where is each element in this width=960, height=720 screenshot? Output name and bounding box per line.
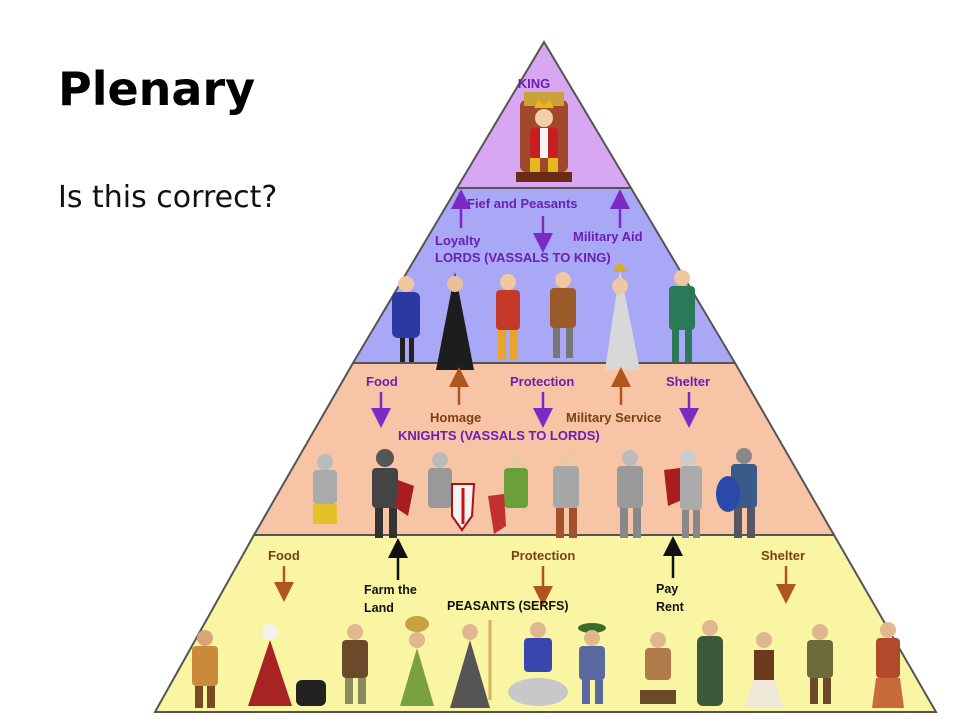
peasant-figure bbox=[508, 622, 568, 706]
label-military-service: Military Service bbox=[566, 410, 661, 425]
peasant-figure bbox=[697, 620, 723, 706]
label-knights: KNIGHTS (VASSALS TO LORDS) bbox=[398, 428, 600, 443]
slide-question: Is this correct? bbox=[58, 180, 278, 215]
knight-figure bbox=[664, 450, 702, 538]
lord-figure bbox=[436, 272, 474, 370]
knight-figure bbox=[488, 452, 528, 534]
peasant-figure bbox=[248, 624, 326, 706]
peasant-figure bbox=[744, 632, 784, 708]
knights-figures bbox=[313, 448, 757, 538]
lord-figure bbox=[496, 274, 520, 360]
label-shelter-2: Shelter bbox=[761, 548, 805, 563]
lord-figure bbox=[605, 262, 640, 370]
label-loyalty: Loyalty bbox=[435, 233, 481, 248]
knight-figure bbox=[553, 450, 579, 538]
label-rent: Rent bbox=[656, 600, 685, 614]
label-food-2: Food bbox=[268, 548, 300, 563]
label-peasants: PEASANTS (SERFS) bbox=[447, 599, 569, 613]
label-fief-and-peasants: Fief and Peasants bbox=[467, 196, 578, 211]
knight-figure bbox=[428, 452, 476, 532]
label-protection-1: Protection bbox=[510, 374, 574, 389]
peasant-figure bbox=[400, 616, 434, 706]
peasants-figures bbox=[192, 616, 904, 708]
label-king: KING bbox=[518, 76, 551, 91]
peasant-figure bbox=[450, 620, 492, 708]
label-pay: Pay bbox=[656, 582, 678, 596]
label-homage: Homage bbox=[430, 410, 481, 425]
label-military-aid: Military Aid bbox=[573, 229, 643, 244]
label-protection-2: Protection bbox=[511, 548, 575, 563]
knight-figure bbox=[313, 454, 337, 524]
peasant-figure bbox=[192, 630, 218, 708]
lord-figure bbox=[669, 270, 695, 362]
lord-figure bbox=[550, 272, 576, 358]
peasant-figure bbox=[578, 623, 606, 704]
knight-figure bbox=[617, 450, 643, 538]
peasant-figure bbox=[342, 624, 368, 704]
peasant-figure bbox=[872, 622, 904, 708]
peasant-figure bbox=[640, 632, 676, 704]
knight-figure bbox=[372, 449, 414, 538]
king-figure bbox=[516, 92, 572, 182]
lords-figures bbox=[392, 262, 695, 370]
peasant-figure bbox=[807, 624, 833, 704]
label-lords: LORDS (VASSALS TO KING) bbox=[435, 250, 611, 265]
knight-figure bbox=[716, 448, 757, 538]
label-shelter-1: Shelter bbox=[666, 374, 710, 389]
label-farm-the: Farm the bbox=[364, 583, 417, 597]
slide-title: Plenary bbox=[58, 62, 256, 116]
label-land: Land bbox=[364, 601, 394, 615]
lord-figure bbox=[392, 276, 420, 362]
label-food-1: Food bbox=[366, 374, 398, 389]
